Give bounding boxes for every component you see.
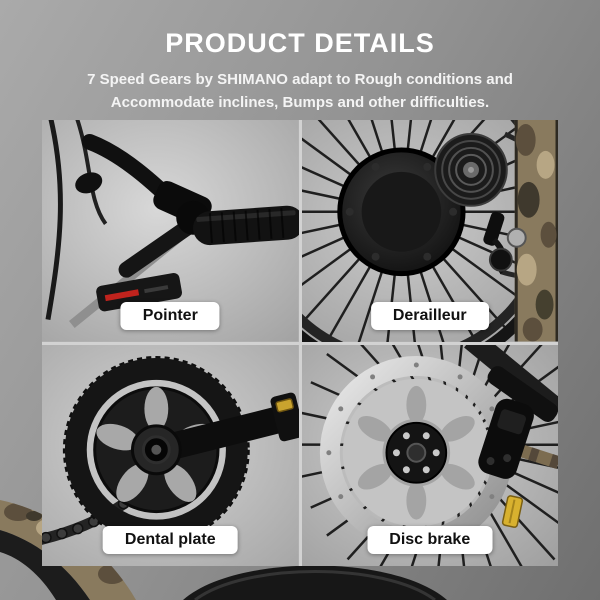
grid-cell-disc-brake: Disc brake	[301, 344, 558, 566]
derailleur-label: Derailleur	[370, 301, 489, 330]
pointer-label: Pointer	[120, 301, 220, 330]
subtitle-line-2: Accommodate inclines, Bumps and other di…	[110, 94, 490, 111]
disc-brake-label: Disc brake	[367, 526, 493, 554]
grid-cell-derailleur: Derailleur	[301, 120, 558, 342]
grid-cell-pointer: Pointer	[42, 120, 299, 342]
rear-derailleur-photo	[301, 120, 558, 342]
product-grid: Pointer	[42, 120, 558, 566]
header: PRODUCT DETAILS 7 Speed Gears by SHIMANO…	[0, 0, 600, 115]
grid-cell-dental-plate: Dental plate	[42, 344, 299, 566]
subtitle-line-1: 7 Speed Gears by SHIMANO adapt to Rough …	[87, 71, 513, 88]
dental-plate-label: Dental plate	[102, 526, 238, 554]
page-title: PRODUCT DETAILS	[165, 28, 435, 58]
